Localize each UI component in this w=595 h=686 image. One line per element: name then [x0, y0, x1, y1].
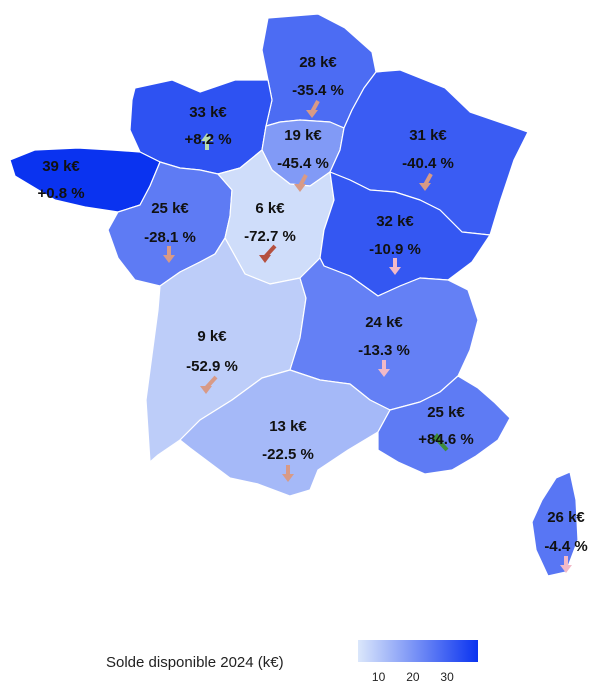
arrow-head: [259, 255, 271, 263]
change-arrow-bourgogne-franche-comte: [389, 258, 401, 275]
region-corse[interactable]: [531, 471, 579, 577]
change-label-centre-val-de-loire: -72.7 %: [244, 228, 296, 245]
arrow-head: [294, 184, 306, 192]
value-label-ile-de-france: 19 k€: [284, 127, 322, 144]
legend-title: Solde disponible 2024 (k€): [106, 654, 284, 671]
change-arrow-auvergne-rhone-alpes: [378, 360, 390, 377]
value-label-nouvelle-aquitaine: 9 k€: [197, 328, 227, 345]
value-label-centre-val-de-loire: 6 k€: [255, 200, 285, 217]
arrow-head: [378, 369, 390, 377]
change-arrow-ile-de-france: [294, 174, 308, 192]
change-label-grand-est: -40.4 %: [402, 155, 454, 172]
value-label-pays-de-la-loire: 25 k€: [151, 200, 189, 217]
change-label-pays-de-la-loire: -28.1 %: [144, 229, 196, 246]
change-arrow-corse: [560, 556, 572, 573]
change-arrow-hauts-de-france: [306, 100, 320, 118]
arrow-head: [200, 386, 212, 394]
change-label-auvergne-rhone-alpes: -13.3 %: [358, 342, 410, 359]
value-label-auvergne-rhone-alpes: 24 k€: [365, 314, 403, 331]
change-arrow-grand-est: [419, 173, 433, 191]
legend-tick-label: 30: [440, 670, 454, 684]
legend-tick-label: 20: [406, 670, 420, 684]
change-label-nouvelle-aquitaine: -52.9 %: [186, 358, 238, 375]
change-arrow-normandie: [201, 133, 213, 150]
arrow-head: [306, 110, 318, 118]
change-arrow-occitanie: [282, 465, 294, 482]
value-label-provence-alpes-cote-d-azur: 25 k€: [427, 404, 465, 421]
arrow-head: [282, 474, 294, 482]
arrow-head: [419, 183, 431, 191]
change-arrow-pays-de-la-loire: [163, 246, 175, 263]
legend-color-bar: [358, 640, 478, 662]
arrow-head: [560, 565, 572, 573]
change-label-corse: -4.4 %: [544, 538, 587, 555]
change-arrow-nouvelle-aquitaine: [200, 375, 218, 394]
change-label-normandie: +8.2 %: [184, 131, 231, 148]
change-label-bretagne: +0.8 %: [37, 185, 84, 202]
arrow-head: [389, 267, 401, 275]
color-legend: Solde disponible 2024 (k€) 10 20 30: [106, 640, 478, 684]
change-label-provence-alpes-cote-d-azur: +84.6 %: [418, 431, 473, 448]
change-arrow-provence-alpes-cote-d-azur: [431, 433, 449, 452]
value-label-normandie: 33 k€: [189, 104, 227, 121]
change-label-occitanie: -22.5 %: [262, 446, 314, 463]
change-arrows: [163, 100, 572, 573]
legend-tick-label: 10: [372, 670, 386, 684]
region-bretagne[interactable]: [9, 147, 161, 213]
change-label-ile-de-france: -45.4 %: [277, 155, 329, 172]
value-label-hauts-de-france: 28 k€: [299, 54, 337, 71]
arrow-head: [431, 433, 443, 441]
value-label-occitanie: 13 k€: [269, 418, 307, 435]
change-label-hauts-de-france: -35.4 %: [292, 82, 344, 99]
region-occitanie[interactable]: [179, 369, 391, 497]
arrow-head: [163, 255, 175, 263]
value-label-grand-est: 31 k€: [409, 127, 447, 144]
value-label-corse: 26 k€: [547, 509, 585, 526]
change-arrow-centre-val-de-loire: [259, 244, 277, 263]
value-label-bretagne: 39 k€: [42, 158, 80, 175]
region-provence-alpes-cote-d-azur[interactable]: [377, 375, 511, 475]
change-label-bourgogne-franche-comte: -10.9 %: [369, 241, 421, 258]
value-label-bourgogne-franche-comte: 32 k€: [376, 213, 414, 230]
arrow-head: [201, 133, 213, 141]
